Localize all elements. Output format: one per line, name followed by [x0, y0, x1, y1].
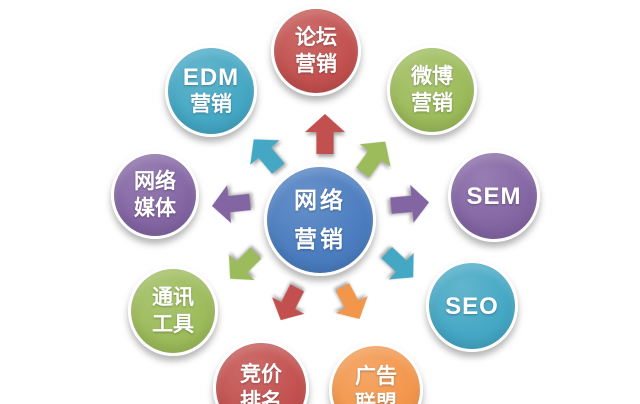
- node-ppc-ranking-label-line: 排名: [240, 390, 282, 404]
- node-im-tools-label-line: 通讯: [152, 286, 194, 309]
- arrow-to-weibo-marketing-icon: [346, 129, 402, 185]
- arrow-to-ppc-ranking-icon: [263, 278, 314, 329]
- arrow-to-sem-icon: [388, 182, 431, 225]
- arrow-to-forum-marketing-icon: [304, 113, 346, 155]
- node-edm-marketing-label-line: EDM: [182, 64, 240, 91]
- node-center-network-marketing-label-line: 营销: [294, 226, 346, 252]
- node-weibo-marketing-label-line: 微博: [411, 65, 453, 88]
- node-weibo-marketing: 微博营销: [387, 45, 477, 135]
- node-forum-marketing: 论坛营销: [271, 6, 361, 96]
- node-online-media: 网络媒体: [111, 151, 199, 239]
- node-center-network-marketing-label-line: 网络: [294, 187, 346, 213]
- node-seo: SEO: [426, 260, 518, 352]
- node-forum-marketing-label-line: 营销: [295, 53, 337, 76]
- node-weibo-marketing-label-line: 营销: [411, 92, 453, 115]
- node-im-tools: 通讯工具: [128, 266, 218, 356]
- node-sem: SEM: [448, 150, 540, 242]
- node-online-media-label-line: 网络: [134, 170, 176, 193]
- arrow-to-im-tools-icon: [216, 239, 270, 293]
- node-ad-alliance: 广告联盟: [329, 343, 423, 404]
- node-ad-alliance-label-line: 广告: [355, 365, 397, 388]
- node-ppc-ranking: 竞价排名: [213, 340, 309, 404]
- node-ppc-ranking-label-line: 竞价: [240, 363, 282, 386]
- node-ad-alliance-label-line: 联盟: [355, 392, 397, 404]
- node-forum-marketing-label-line: 论坛: [295, 26, 337, 49]
- node-sem-label-line: SEM: [466, 182, 522, 210]
- arrow-to-seo-icon: [373, 238, 427, 292]
- arrow-to-ad-alliance-icon: [325, 277, 376, 328]
- node-online-media-label-line: 媒体: [134, 197, 176, 220]
- node-center-network-marketing: 网络营销: [264, 164, 376, 276]
- arrow-to-edm-marketing-icon: [238, 126, 294, 182]
- node-seo-label-line: SEO: [445, 292, 499, 320]
- node-edm-marketing-label-line: 营销: [190, 93, 232, 116]
- node-im-tools-label-line: 工具: [152, 313, 194, 336]
- arrow-to-online-media-icon: [209, 182, 253, 226]
